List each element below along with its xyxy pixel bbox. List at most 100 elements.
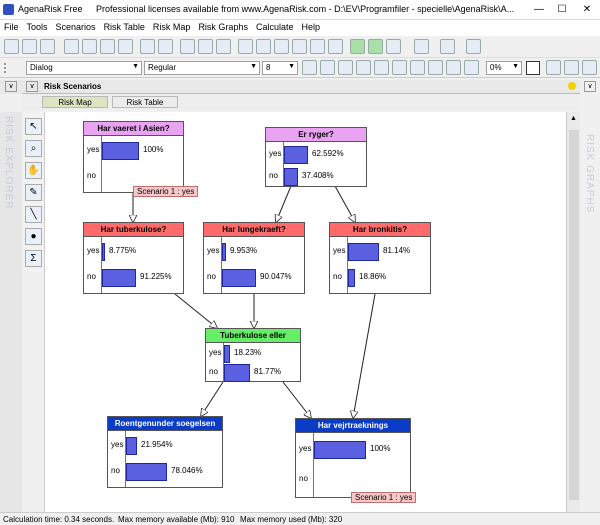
color-swatch[interactable]	[526, 61, 540, 75]
probability-value: 90.047%	[260, 272, 292, 281]
maximize-button[interactable]: ☐	[557, 4, 567, 15]
arrange-icon[interactable]	[374, 60, 389, 75]
pointer-icon[interactable]	[198, 39, 213, 54]
copy-icon[interactable]	[82, 39, 97, 54]
menu-help[interactable]: Help	[301, 22, 320, 32]
probability-value: 91.225%	[140, 272, 172, 281]
risk-explorer-panel[interactable]: RISK EXPLORER	[0, 112, 22, 512]
delete-icon[interactable]	[118, 39, 133, 54]
chevron-down-icon: ▼	[250, 63, 257, 70]
align-icon[interactable]	[320, 60, 335, 75]
node-xray[interactable]: Roentgenunder soegelsen yes 21.954% no 7…	[107, 416, 223, 488]
new-icon[interactable]	[4, 39, 19, 54]
node-copy-icon[interactable]	[274, 39, 289, 54]
calculate-all-icon[interactable]	[368, 39, 383, 54]
state-label: yes	[209, 348, 222, 357]
size-select[interactable]: 8▼	[262, 61, 298, 75]
scenario-label[interactable]: Scenario 1 : yes	[351, 492, 417, 503]
style-select[interactable]: Regular▼	[144, 61, 260, 75]
risk-map-canvas[interactable]: Har vaeret i Asien? yes 100% no Scenario…	[44, 112, 566, 512]
divider	[223, 343, 224, 381]
menu-risk-map[interactable]: Risk Map	[152, 22, 191, 32]
probability-bar	[314, 441, 366, 459]
menu-calculate[interactable]: Calculate	[255, 22, 294, 32]
paste-icon[interactable]	[100, 39, 115, 54]
node-bronchitis[interactable]: Har bronkitis? yes 81.14% no 18.86%	[329, 222, 431, 294]
copy-format-icon[interactable]	[546, 60, 561, 75]
probability-value: 78.046%	[171, 466, 203, 475]
grid-icon[interactable]	[440, 39, 455, 54]
line-tool-icon[interactable]: ╲	[25, 206, 42, 223]
collapse-right-icon[interactable]: ∨	[584, 81, 596, 92]
shape-icon[interactable]	[338, 60, 353, 75]
close-button[interactable]: ✕	[582, 4, 592, 15]
zoom-tool-icon[interactable]: ⌕	[25, 140, 42, 157]
node-save-icon[interactable]	[310, 39, 325, 54]
node-new-icon[interactable]	[256, 39, 271, 54]
sum-node-tool-icon[interactable]: Σ	[25, 250, 42, 267]
fill-color-icon[interactable]	[410, 60, 425, 75]
calculate-icon[interactable]	[350, 39, 365, 54]
scenario-label[interactable]: Scenario 1 : yes	[133, 186, 199, 197]
minimize-button[interactable]: —	[534, 4, 544, 15]
node-asia[interactable]: Har vaeret i Asien? yes 100% no	[83, 121, 184, 193]
divider	[101, 237, 102, 293]
line-color-icon[interactable]	[428, 60, 443, 75]
font-color-icon[interactable]	[392, 60, 407, 75]
node-lung-cancer[interactable]: Har lungekraeft? yes 9.953% no 90.047%	[203, 222, 305, 294]
state-row: no 91.225%	[84, 265, 183, 289]
transform-icon[interactable]	[356, 60, 371, 75]
edit-tool-icon[interactable]: ✎	[25, 184, 42, 201]
hand-tool-icon[interactable]: ✋	[25, 162, 42, 179]
evidence-icon[interactable]	[386, 39, 401, 54]
memory-available: Max memory available (Mb): 910	[118, 515, 235, 524]
text-icon[interactable]	[216, 39, 231, 54]
redo-icon[interactable]	[158, 39, 173, 54]
paste-format-icon[interactable]	[564, 60, 579, 75]
node-smoker[interactable]: Er ryger? yes 62.592% no 37.408%	[265, 127, 367, 187]
tab-risk-map[interactable]: Risk Map	[42, 96, 108, 108]
print-icon[interactable]	[466, 39, 481, 54]
extra-icon[interactable]	[582, 60, 597, 75]
cut-tool-icon[interactable]	[302, 60, 317, 75]
compare-icon[interactable]	[238, 39, 253, 54]
image-icon[interactable]	[446, 60, 461, 75]
vertical-scrollbar[interactable]: ▲	[566, 112, 580, 512]
line-style-icon[interactable]	[464, 60, 479, 75]
cut-icon[interactable]	[64, 39, 79, 54]
collapse-left-icon[interactable]: ∨	[5, 81, 17, 92]
menu-scenarios[interactable]: Scenarios	[55, 22, 96, 32]
undo-icon[interactable]	[140, 39, 155, 54]
menu-risk-graphs[interactable]: Risk Graphs	[198, 22, 248, 32]
node-tuberculosis[interactable]: Har tuberkulose? yes 8.775% no 91.225%	[83, 222, 184, 294]
state-row: yes 21.954%	[108, 433, 222, 457]
select-icon[interactable]	[180, 39, 195, 54]
open-icon[interactable]	[22, 39, 37, 54]
pointer-tool-icon[interactable]: ↖	[25, 118, 42, 135]
node-tool-icon[interactable]: ●	[25, 228, 42, 245]
check-icon[interactable]	[328, 39, 343, 54]
scroll-up-icon[interactable]: ▲	[570, 115, 577, 122]
probability-bar	[222, 269, 256, 287]
state-label: no	[87, 171, 96, 180]
tab-risk-table[interactable]: Risk Table	[112, 96, 178, 108]
save-icon[interactable]	[40, 39, 55, 54]
state-label: yes	[87, 145, 100, 154]
node-either[interactable]: Tuberkulose eller yes 18.23% no 81.77%	[205, 328, 301, 382]
arc-smoker-lung	[276, 185, 292, 222]
node-dyspnoea[interactable]: Har vejrtraeknings yes 100% no	[295, 418, 411, 498]
menu-file[interactable]: File	[4, 22, 19, 32]
font-select[interactable]: Dialog▼	[26, 61, 142, 75]
arc-tuber-either	[174, 293, 217, 328]
probability-bar	[102, 142, 139, 160]
state-label: no	[87, 272, 96, 281]
node-link-icon[interactable]	[292, 39, 307, 54]
filter-icon[interactable]	[414, 39, 429, 54]
status-bar: Calculation time: 0.34 seconds. Max memo…	[0, 512, 600, 525]
menu-risk-table[interactable]: Risk Table	[103, 22, 145, 32]
transparency-select[interactable]: 0%▼	[486, 61, 522, 75]
risk-graphs-panel[interactable]: ∨ RISK GRAPHS	[580, 80, 600, 512]
menu-tools[interactable]: Tools	[26, 22, 48, 32]
collapse-icon[interactable]: ∨	[26, 81, 38, 92]
scrollbar-thumb[interactable]	[569, 130, 579, 500]
